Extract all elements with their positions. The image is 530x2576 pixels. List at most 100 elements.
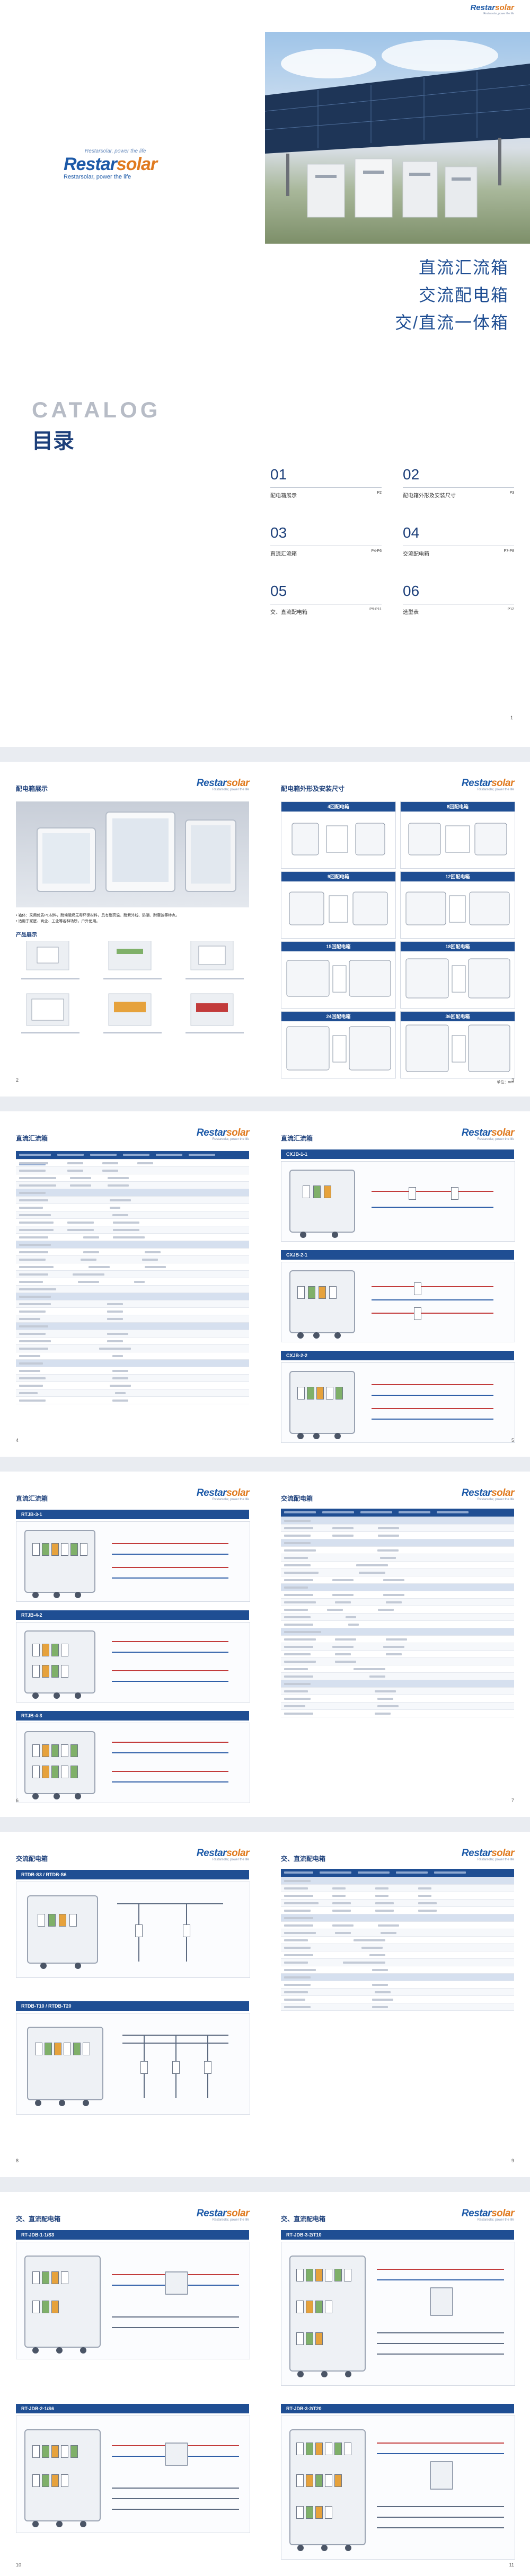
- size-card-title: 36回配电箱: [401, 1012, 515, 1021]
- size-card: 9回配电箱: [281, 871, 396, 939]
- cable-gland-icon: [35, 2100, 41, 2106]
- cable-gland-icon: [345, 2545, 351, 2551]
- section-title: 交流配电箱: [281, 1495, 313, 1502]
- section-title: 直流汇流箱: [281, 1135, 313, 1142]
- wiring-diagram: [16, 2415, 250, 2533]
- size-grid: 4回配电箱 8回配电箱 9回配电箱 12回配电箱 15回配电箱 18回配电箱: [281, 801, 515, 1078]
- section-title: 交流配电箱: [16, 1855, 48, 1862]
- spec-table: [281, 1509, 514, 1717]
- logo-slogan: Restarsolar, power the life: [212, 1138, 249, 1141]
- toc-page: P12: [507, 608, 514, 611]
- model-bar: CXJB-2-1: [281, 1250, 514, 1260]
- desc-line: • 适用于家庭、商业、工业等各种场所，户外使用。: [16, 920, 100, 923]
- cable-gland-icon: [54, 1592, 60, 1598]
- size-card-title: 18回配电箱: [401, 942, 515, 951]
- page-number: 10: [16, 2562, 22, 2568]
- toc-page: P4-P6: [371, 549, 382, 553]
- toc-num: 01: [270, 466, 287, 483]
- page-number: 3: [511, 1077, 514, 1083]
- logo-slogan: Restarsolar, power the life: [212, 2218, 249, 2222]
- logo-slogan: Restarsolar, power the life: [212, 1858, 249, 1861]
- cable-gland-icon: [297, 2545, 304, 2551]
- size-card-title: 9回配电箱: [281, 872, 395, 881]
- logo-brand-b: solar: [226, 1848, 249, 1859]
- main-logo-brand-a: Restar: [64, 154, 117, 174]
- page-number: 9: [511, 2158, 514, 2163]
- logo-brand-a: Restar: [461, 778, 492, 789]
- cable-gland-icon: [75, 1793, 81, 1799]
- logo-brand-a: Restar: [461, 1848, 492, 1859]
- cover-title-2: 交流配电箱: [418, 286, 509, 305]
- cable-gland-icon: [313, 1332, 320, 1339]
- page-number: 4: [16, 1438, 19, 1443]
- page-number: 1: [510, 715, 513, 720]
- cover-page: Restarsolar Restarsolar, power the life: [0, 0, 530, 747]
- logo-brand-a: Restar: [461, 2208, 492, 2219]
- logo-brand-b: solar: [226, 1487, 249, 1499]
- description: • 箱体：采用优质PC材料，耐候阻燃无毒环保材料，具有耐高温、耐紫外线、防潮、耐…: [16, 913, 249, 924]
- cable-gland-icon: [83, 2100, 89, 2106]
- products-title: 产品展示: [16, 932, 37, 938]
- cable-gland-icon: [345, 2371, 351, 2377]
- page-gap: [0, 2177, 530, 2192]
- size-card-title: 8回配电箱: [401, 802, 515, 812]
- logo-slogan: Restarsolar, power the life: [212, 1498, 249, 1501]
- size-card-title: 24回配电箱: [281, 1012, 395, 1021]
- logo-slogan: Restarsolar, power the life: [212, 788, 249, 791]
- toc-num: 06: [403, 583, 420, 599]
- size-card: 12回配电箱: [400, 871, 515, 939]
- section-title: 直流汇流箱: [16, 1495, 48, 1502]
- cable-gland-icon: [332, 1232, 338, 1238]
- product-photo: [16, 801, 249, 907]
- hero-photo: [265, 32, 530, 244]
- cable-gland-icon: [75, 1963, 81, 1969]
- page-number: 7: [511, 1798, 514, 1803]
- page-gap: [0, 1817, 530, 1832]
- wiring-diagram: [16, 1882, 250, 1978]
- wiring-diagram: [281, 2415, 515, 2560]
- model-bar: RT-JDB-2-1/S6: [16, 2404, 249, 2413]
- model-bar: RT-JDB-3-2/T10: [281, 2230, 514, 2240]
- page-gap: [0, 1097, 530, 1111]
- cable-gland-icon: [313, 1433, 320, 1439]
- toc-num: 02: [403, 466, 420, 483]
- page-number: 11: [509, 2562, 514, 2568]
- cover-title-1: 直流汇流箱: [418, 258, 509, 277]
- spec-table: [16, 1151, 249, 1404]
- logo-brand-b: solar: [226, 778, 249, 789]
- desc-line: • 箱体：采用优质PC材料，耐候阻燃无毒环保材料，具有耐高温、耐紫外线、防潮、耐…: [16, 914, 180, 917]
- cable-gland-icon: [56, 2521, 63, 2527]
- toc-label: 配电箱展示: [270, 493, 297, 499]
- size-card: 18回配电箱: [400, 941, 515, 1009]
- cable-gland-icon: [80, 2521, 86, 2527]
- toc-label: 交、直流配电箱: [270, 610, 307, 616]
- section-title: 配电箱外形及安装尺寸: [281, 785, 345, 792]
- logo-slogan: Restarsolar, power the life: [483, 12, 514, 15]
- cable-gland-icon: [59, 2100, 65, 2106]
- toc-num: 05: [270, 583, 287, 599]
- page-gap: [0, 747, 530, 762]
- toc-label: 交流配电箱: [403, 551, 429, 557]
- toc-label: 配电箱外形及安装尺寸: [403, 493, 456, 499]
- catalog-en: CATALOG: [32, 397, 161, 422]
- cable-gland-icon: [32, 1592, 39, 1598]
- model-bar: RTJB-4-3: [16, 1711, 249, 1721]
